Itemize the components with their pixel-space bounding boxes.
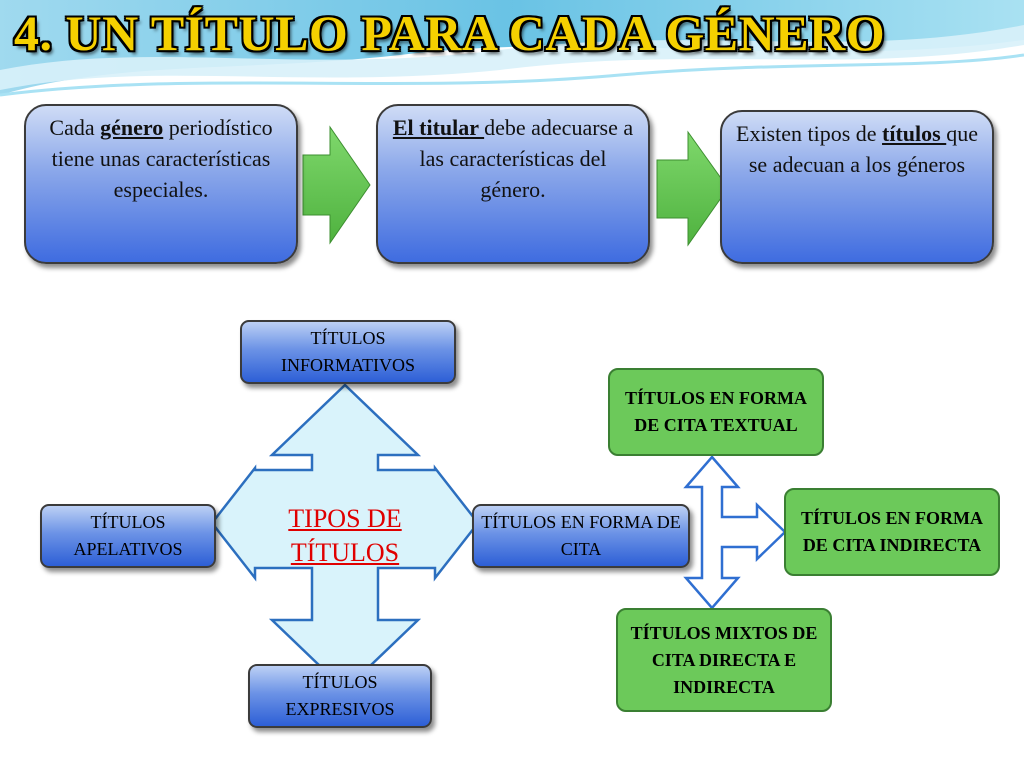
cita-textual-label: TÍTULOS EN FORMA DE CITA TEXTUAL — [624, 388, 808, 435]
header-wave-background — [0, 0, 1024, 97]
cita-arrow — [683, 455, 787, 610]
flow-box-tipos-post: que se adecuan a los géneros — [748, 121, 978, 177]
flow-box-tipos-bold: títulos — [882, 121, 947, 146]
cita-mixtos-label: TÍTULOS MIXTOS DE CITA DIRECTA E INDIREC… — [630, 622, 818, 697]
flow-box-titular: El titular debe adecuarse a las caracter… — [376, 104, 650, 264]
slide-title: 4. UN TÍTULO PARA CADA GÉNERO — [14, 5, 886, 61]
titulos-apelativos-label: TÍTULOS APELATIVOS — [73, 512, 183, 559]
titulos-informativos-label: TÍTULOS INFORMATIVOS — [280, 328, 415, 375]
flow-box-titular-bold: El titular — [392, 115, 485, 140]
flow-box-titular-post: debe adecuarse a las características del… — [419, 115, 634, 202]
flow-arrow-2 — [656, 130, 729, 247]
flow-box-tipos-pre: Existen tipos de — [736, 121, 883, 146]
flow-box-genero-post: periodístico tiene unas características … — [51, 115, 273, 202]
titulos-cita-box: TÍTULOS EN FORMA DE CITA — [472, 504, 690, 568]
titulos-apelativos-box: TÍTULOS APELATIVOS — [40, 504, 216, 568]
flow-box-genero: Cada género periodístico tiene unas cara… — [24, 104, 298, 264]
tipos-center-label: TIPOS DE TÍTULOS — [288, 504, 402, 567]
cita-mixtos-box: TÍTULOS MIXTOS DE CITA DIRECTA E INDIREC… — [616, 608, 832, 712]
cita-indirecta-label: TÍTULOS EN FORMA DE CITA INDIRECTA — [800, 508, 984, 555]
flow-box-tipos: Existen tipos de títulos que se adecuan … — [720, 110, 994, 264]
cita-indirecta-box: TÍTULOS EN FORMA DE CITA INDIRECTA — [784, 488, 1000, 576]
titulos-expresivos-label: TÍTULOS EXPRESIVOS — [285, 672, 395, 719]
titulos-informativos-box: TÍTULOS INFORMATIVOS — [240, 320, 456, 384]
flow-arrow-1 — [302, 125, 371, 245]
titulos-cita-label: TÍTULOS EN FORMA DE CITA — [481, 512, 681, 559]
cita-textual-box: TÍTULOS EN FORMA DE CITA TEXTUAL — [608, 368, 824, 456]
titulos-expresivos-box: TÍTULOS EXPRESIVOS — [248, 664, 432, 728]
flow-box-genero-pre: Cada — [49, 115, 101, 140]
flow-box-genero-bold: género — [100, 115, 164, 140]
